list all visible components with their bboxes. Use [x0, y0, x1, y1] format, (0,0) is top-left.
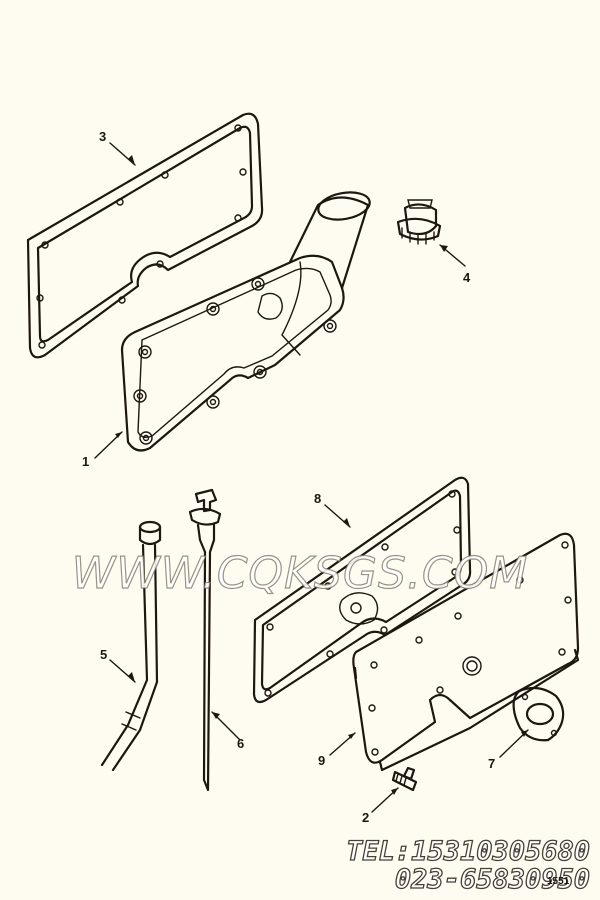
callout-4: 4: [463, 270, 471, 285]
callout-6: 6: [237, 736, 244, 751]
callout-9: 9: [318, 753, 325, 768]
contact-tel: TEL:15310305680: [346, 835, 591, 867]
cover-plate-lower: [352, 532, 580, 772]
page-number: 1551: [547, 876, 570, 887]
breather-cap: [396, 199, 442, 245]
callout-7: 7: [488, 756, 495, 771]
contact-phone: 023-65830950: [394, 863, 590, 895]
cover-plate-with-filler-tube: [120, 191, 371, 452]
callout-5: 5: [100, 647, 107, 662]
callout-numbers: 1 2 3 4 5 6 7 8 9: [82, 129, 495, 825]
callout-8: 8: [314, 491, 321, 506]
bolt: [391, 766, 418, 792]
callout-1: 1: [82, 454, 89, 469]
gasket-upper: [26, 112, 264, 359]
flange-gasket: [512, 686, 565, 742]
callout-3: 3: [99, 129, 106, 144]
gasket-lower: [252, 476, 472, 704]
dipstick-tube: [100, 520, 162, 772]
callout-2: 2: [362, 810, 369, 825]
watermark-url: WWW.CQKSGS.COM: [71, 547, 529, 599]
callout-leaders: [94, 142, 529, 813]
dipstick: [188, 488, 222, 792]
